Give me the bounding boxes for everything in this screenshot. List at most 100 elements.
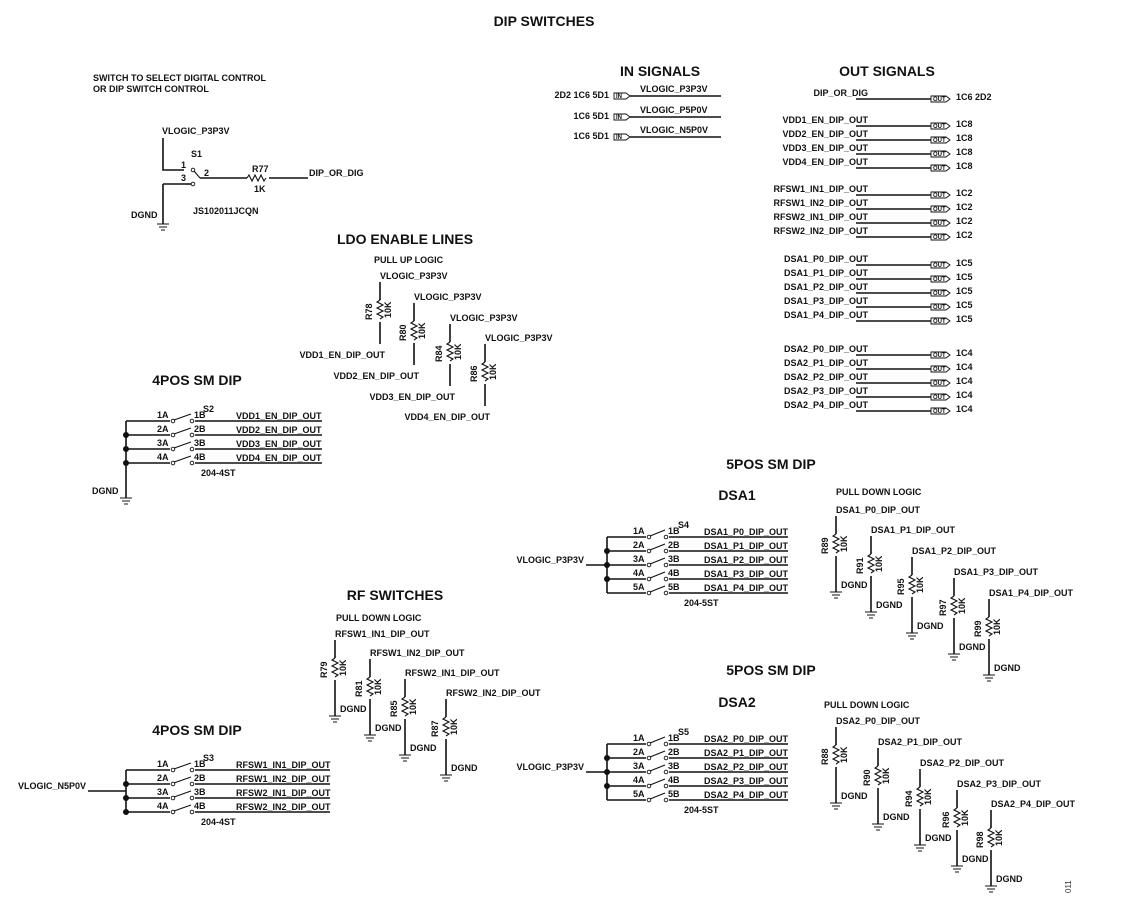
switch-pin-a: 5A [633, 789, 645, 799]
junction-dot [123, 809, 129, 815]
switch-contact-a [170, 809, 176, 815]
resistor-symbol [375, 299, 385, 320]
switch-pin-a: 2A [157, 773, 169, 783]
out-port-icon [930, 122, 951, 130]
ground-icon [120, 497, 132, 505]
out-port-icon [930, 407, 951, 415]
out-signal-net: DSA2_P3_DIP_OUT [784, 386, 869, 396]
page-title: DIP SWITCHES [494, 13, 595, 29]
out-port-label: OUT [933, 381, 946, 387]
selector-supply-label: VLOGIC_P3P3V [162, 126, 230, 136]
dsa1-heading: 5POS SM DIP [726, 456, 815, 472]
ground-label: DGND [841, 791, 868, 801]
resistor-symbol [986, 827, 996, 848]
switch-output-net: VDD1_EN_DIP_OUT [236, 411, 322, 421]
ldo-section: LDO ENABLE LINES PULL UP LOGIC VLOGIC_P3… [299, 231, 552, 422]
switch-lever [649, 585, 666, 593]
out-signal-refs: 1C8 [956, 119, 973, 129]
out-port-label: OUT [933, 353, 946, 359]
switch-contact-a [646, 576, 652, 582]
out-port-icon [930, 351, 951, 359]
junction-dot [604, 576, 610, 582]
out-signal-net: DSA1_P0_DIP_OUT [784, 254, 869, 264]
pulldown-net-label: DSA1_P2_DIP_OUT [912, 546, 997, 556]
switch-common-label: VLOGIC_P3P3V [516, 762, 584, 772]
out-port-icon [930, 233, 951, 241]
switch-output-net: DSA2_P2_DIP_OUT [704, 762, 789, 772]
dsa2-logic-label: PULL DOWN LOGIC [824, 700, 910, 710]
resistor-symbol [330, 657, 340, 678]
switch-pin-a: 4A [633, 775, 645, 785]
switch-output-net: DSA2_P4_DIP_OUT [704, 790, 789, 800]
ground-label: DGND [917, 621, 944, 631]
resistor-symbol [445, 341, 455, 362]
out-port-label: OUT [933, 263, 946, 269]
resistor-ref: R90 [862, 769, 872, 786]
switch-contact-b [663, 783, 669, 789]
out-port-label: OUT [933, 395, 946, 401]
out-port-label: OUT [933, 291, 946, 297]
resistor-symbol [907, 574, 917, 595]
switch-lever [649, 557, 666, 565]
ldo-heading: LDO ENABLE LINES [337, 231, 473, 247]
switch-contact-b [189, 432, 195, 438]
switch-pin-b: 2B [668, 747, 680, 757]
pulldown-net-label: RFSW1_IN1_DIP_OUT [335, 629, 430, 639]
selector-ground-wire [162, 183, 186, 224]
in-port-icon [613, 133, 631, 141]
switch-output-net: VDD2_EN_DIP_OUT [236, 425, 322, 435]
switch-contact-b [663, 534, 669, 540]
out-signal-net: RFSW1_IN2_DIP_OUT [773, 198, 868, 208]
resistor-ref: R94 [904, 790, 914, 807]
switch-pin-a: 4A [157, 452, 169, 462]
switch-position: 2A 2B DSA2_P1_DIP_OUT [604, 747, 789, 761]
resistor-value: 10K [923, 788, 933, 805]
switch-pin-b: 1B [668, 733, 680, 743]
pullup-output-net: VDD1_EN_DIP_OUT [299, 350, 385, 360]
switch-pin-b: 1B [194, 410, 206, 420]
switch-output-net: RFSW1_IN1_DIP_OUT [236, 760, 331, 770]
out-signal-net: DSA2_P0_DIP_OUT [784, 344, 869, 354]
switch-pin-b: 4B [668, 568, 680, 578]
selector-pin3: 3 [181, 173, 186, 183]
ground-label: DGND [883, 812, 910, 822]
ground-icon [329, 715, 341, 723]
switch-output-net: DSA2_P0_DIP_OUT [704, 734, 789, 744]
switch-part-number: 204-4ST [201, 817, 236, 827]
switch-common-label: VLOGIC_N5P0V [18, 781, 86, 791]
out-signal-net: DSA1_P2_DIP_OUT [784, 282, 869, 292]
pulldown-net-label: DSA2_P2_DIP_OUT [920, 758, 1005, 768]
switch-pin-b: 3B [668, 761, 680, 771]
ground-icon [830, 802, 842, 810]
switch-pin-a: 2A [633, 747, 645, 757]
switch-output-net: DSA2_P1_DIP_OUT [704, 748, 789, 758]
pulldown-net-label: DSA2_P4_DIP_OUT [991, 799, 1076, 809]
selector-output-net: DIP_OR_DIG [309, 168, 364, 178]
switch-output-net: RFSW2_IN2_DIP_OUT [236, 802, 331, 812]
switch-output-net: DSA1_P1_DIP_OUT [704, 541, 789, 551]
in-signal-refs: 1C6 5D1 [573, 131, 609, 141]
resistor-value: 10K [408, 698, 418, 715]
switch-contact-b [663, 755, 669, 761]
switch-lever [173, 413, 192, 421]
pullup-output-net: VDD2_EN_DIP_OUT [333, 371, 419, 381]
out-port-label: OUT [933, 138, 946, 144]
resistor-ref: R95 [896, 578, 906, 595]
ground-icon [914, 844, 926, 852]
out-signal-refs: 1C5 [956, 300, 973, 310]
pulldown-net-label: DSA2_P1_DIP_OUT [878, 737, 963, 747]
ground-label: DGND [410, 743, 437, 753]
out-signal-net: DSA2_P4_DIP_OUT [784, 400, 869, 410]
junction-dot [123, 781, 129, 787]
